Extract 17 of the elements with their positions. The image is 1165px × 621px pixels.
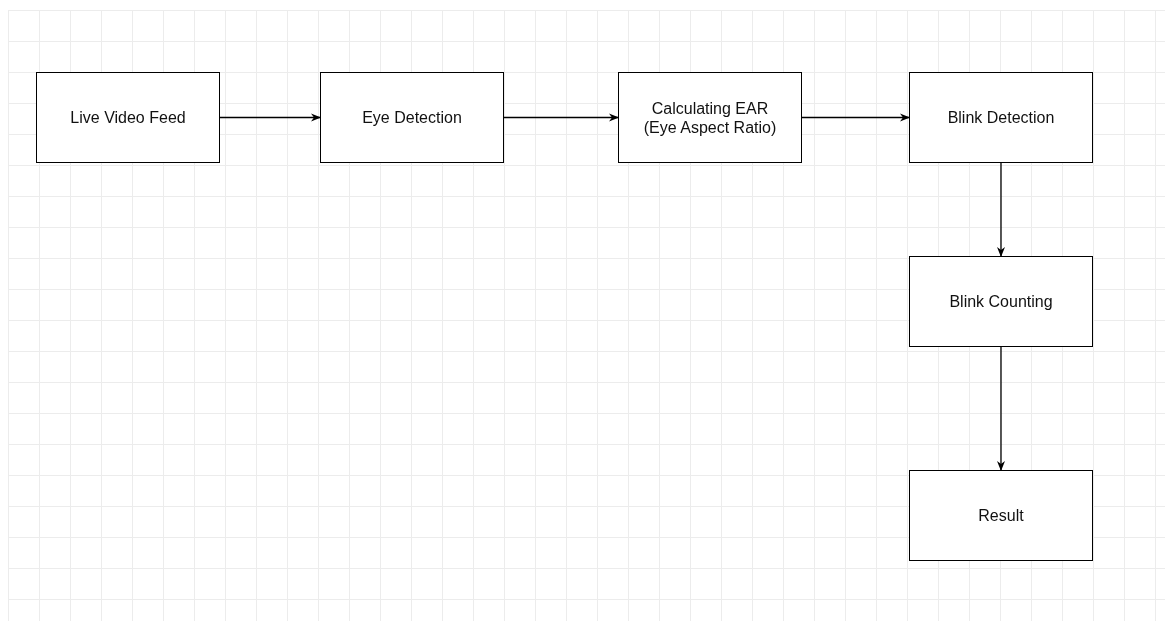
box-label: Eye Detection <box>362 108 462 127</box>
process-box <box>618 72 802 163</box>
box-label: Live Video Feed <box>70 108 186 127</box>
arrow <box>801 113 910 122</box>
box-label: Calculating EAR (Eye Aspect Ratio) <box>643 98 777 137</box>
process-box <box>909 72 1093 163</box>
box-label: Blink Counting <box>949 292 1053 311</box>
box-label: Blink Detection <box>947 108 1055 127</box>
process-box <box>909 256 1093 347</box>
arrow <box>219 113 321 122</box>
process-box <box>320 72 504 163</box>
arrow <box>997 162 1005 257</box>
process-box <box>36 72 220 163</box>
arrow <box>997 346 1005 471</box>
process-box <box>909 470 1093 561</box>
arrow <box>503 113 619 122</box>
box-label: Result <box>978 506 1024 525</box>
